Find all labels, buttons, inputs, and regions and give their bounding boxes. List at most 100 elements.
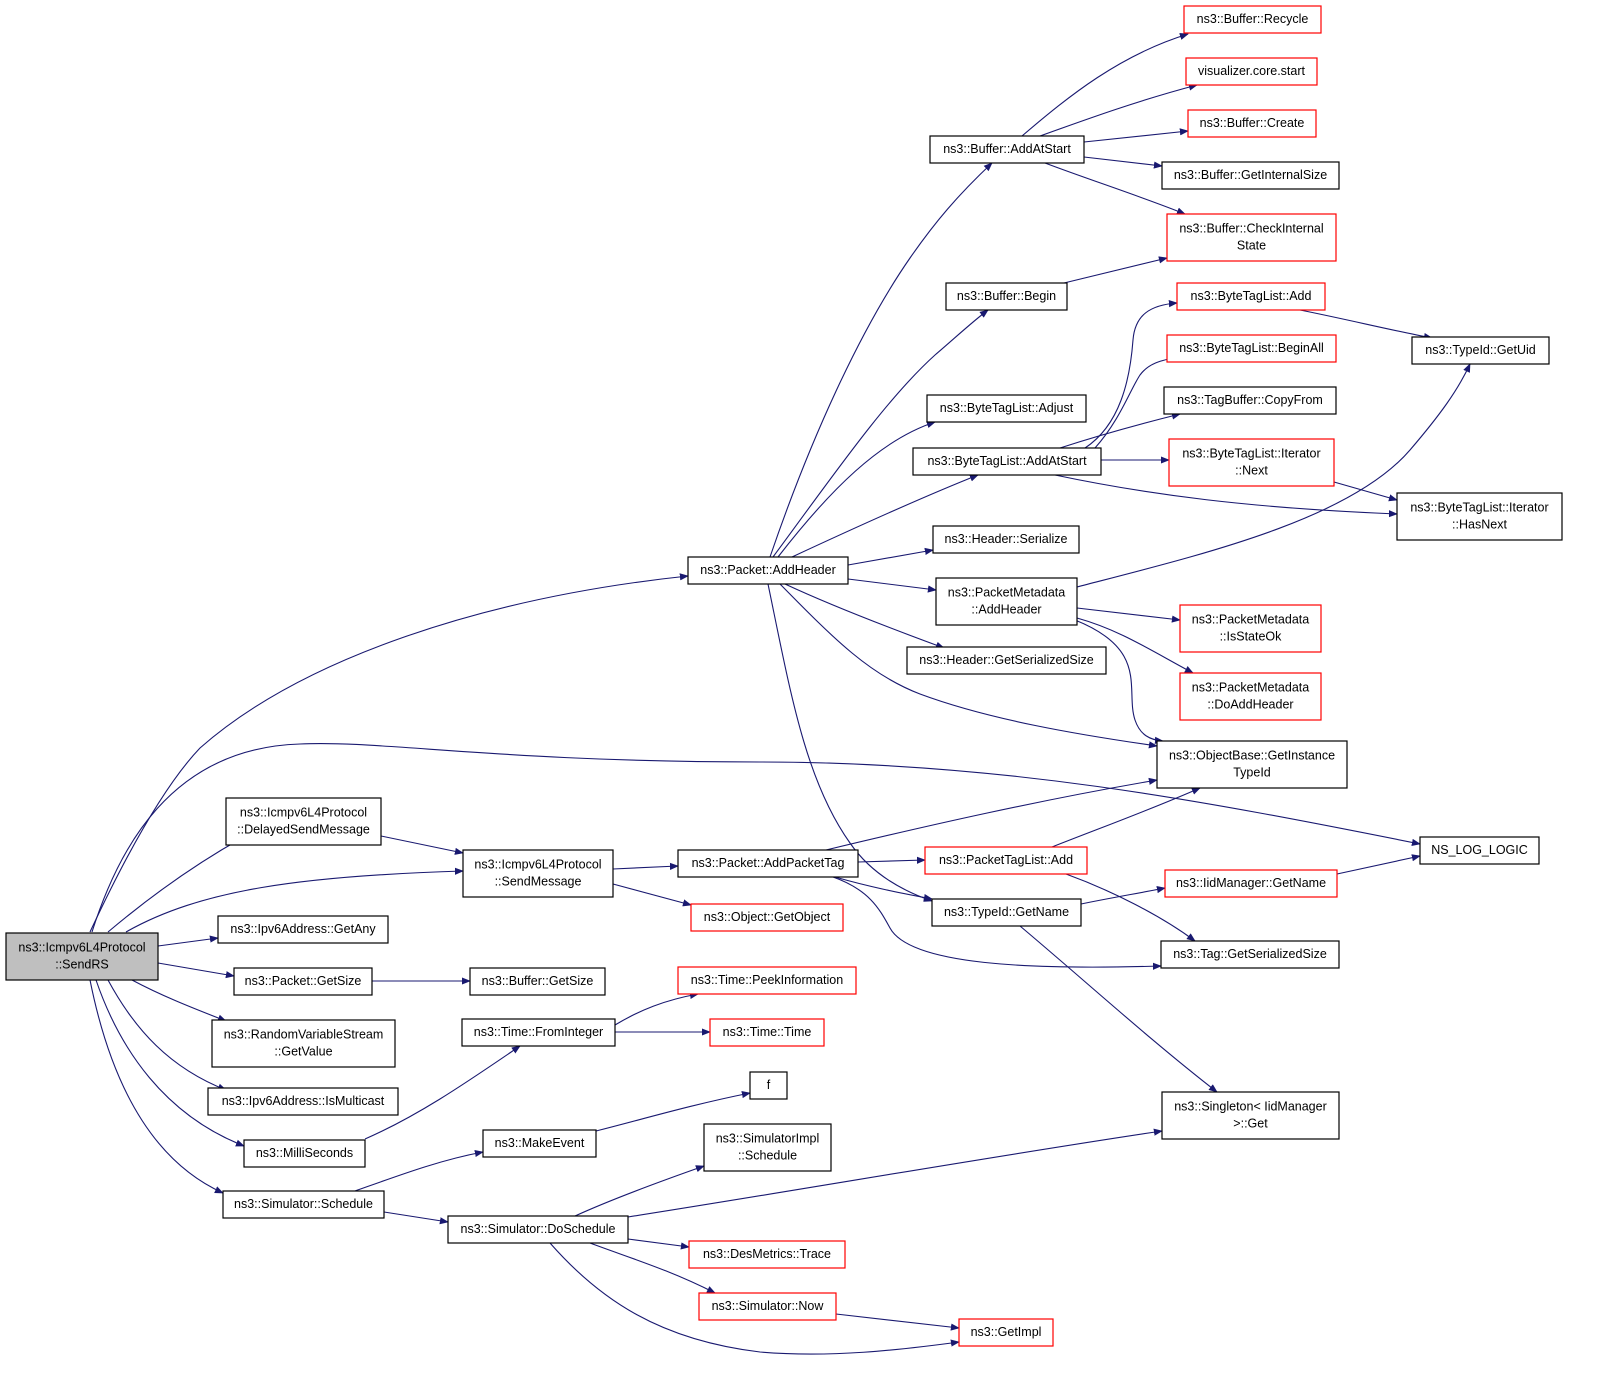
node-box[interactable] (462, 849, 614, 898)
node-btlitnext[interactable]: ns3::ByteTagList::Iterator::Next (1168, 438, 1335, 487)
node-ptladd[interactable]: ns3::PacketTagList::Add (924, 846, 1088, 875)
node-box[interactable] (207, 1087, 399, 1116)
node-box[interactable] (222, 1190, 385, 1219)
node-sendrs[interactable]: ns3::Icmpv6L4Protocol::SendRS (5, 932, 159, 981)
node-box[interactable] (217, 915, 389, 944)
node-box[interactable] (926, 394, 1087, 423)
node-box[interactable] (1176, 282, 1326, 311)
node-box[interactable] (958, 1318, 1054, 1347)
node-timetime[interactable]: ns3::Time::Time (709, 1018, 825, 1047)
node-bufgetinternalsize[interactable]: ns3::Buffer::GetInternalSize (1161, 161, 1340, 190)
node-addpackettag[interactable]: ns3::Packet::AddPacketTag (677, 849, 859, 878)
node-box[interactable] (677, 849, 859, 878)
node-box[interactable] (690, 903, 844, 932)
node-box[interactable] (1179, 672, 1322, 721)
node-btlbeginall[interactable]: ns3::ByteTagList::BeginAll (1166, 334, 1337, 363)
node-bufgetsize[interactable]: ns3::Buffer::GetSize (469, 967, 606, 996)
node-pktgetsize[interactable]: ns3::Packet::GetSize (233, 967, 373, 996)
node-typeidgetname[interactable]: ns3::TypeId::GetName (931, 898, 1082, 927)
node-box[interactable] (447, 1215, 629, 1244)
node-sendmessage[interactable]: ns3::Icmpv6L4Protocol::SendMessage (462, 849, 614, 898)
node-btlithasnext[interactable]: ns3::ByteTagList::Iterator::HasNext (1396, 492, 1563, 541)
node-getvalue[interactable]: ns3::RandomVariableStream::GetValue (211, 1019, 396, 1068)
node-fromint[interactable]: ns3::Time::FromInteger (461, 1018, 616, 1047)
node-box[interactable] (935, 577, 1078, 626)
node-btladd[interactable]: ns3::ByteTagList::Add (1176, 282, 1326, 311)
node-hdrgetsersize[interactable]: ns3::Header::GetSerializedSize (906, 646, 1107, 675)
node-box[interactable] (233, 967, 373, 996)
node-vizstart[interactable]: visualizer.core.start (1185, 57, 1318, 86)
node-box[interactable] (945, 282, 1068, 311)
node-nslog[interactable]: NS_LOG_LOGIC (1419, 836, 1540, 865)
node-box[interactable] (1164, 869, 1338, 898)
node-box[interactable] (1166, 213, 1337, 262)
node-box[interactable] (1183, 5, 1322, 34)
node-box[interactable] (1411, 336, 1550, 365)
node-box[interactable] (243, 1139, 366, 1168)
node-box[interactable] (1163, 386, 1337, 415)
node-box[interactable] (469, 967, 606, 996)
node-getobject[interactable]: ns3::Object::GetObject (690, 903, 844, 932)
node-box[interactable] (1179, 604, 1322, 653)
node-desmetrics[interactable]: ns3::DesMetrics::Trace (688, 1240, 846, 1269)
node-doschedule[interactable]: ns3::Simulator::DoSchedule (447, 1215, 629, 1244)
node-tagbufcopy[interactable]: ns3::TagBuffer::CopyFrom (1163, 386, 1337, 415)
node-hdrserialize[interactable]: ns3::Header::Serialize (932, 525, 1080, 554)
node-box[interactable] (225, 797, 382, 846)
node-bufcreate[interactable]: ns3::Buffer::Create (1187, 109, 1317, 138)
node-pmaddheader[interactable]: ns3::PacketMetadata::AddHeader (935, 577, 1078, 626)
node-box[interactable] (687, 556, 849, 585)
node-box[interactable] (703, 1123, 832, 1172)
node-getany[interactable]: ns3::Ipv6Address::GetAny (217, 915, 389, 944)
node-box[interactable] (677, 966, 857, 995)
node-box[interactable] (1160, 940, 1340, 969)
node-addheader[interactable]: ns3::Packet::AddHeader (687, 556, 849, 585)
node-box[interactable] (924, 846, 1088, 875)
node-f[interactable]: f (749, 1071, 788, 1100)
node-taggetsersize[interactable]: ns3::Tag::GetSerializedSize (1160, 940, 1340, 969)
node-box[interactable] (698, 1292, 837, 1321)
node-box[interactable] (912, 447, 1102, 476)
node-box[interactable] (688, 1240, 846, 1269)
node-makeevent[interactable]: ns3::MakeEvent (482, 1129, 597, 1158)
node-box[interactable] (5, 932, 159, 981)
node-box[interactable] (211, 1019, 396, 1068)
node-getimpl[interactable]: ns3::GetImpl (958, 1318, 1054, 1347)
node-box[interactable] (929, 135, 1085, 164)
node-simnow[interactable]: ns3::Simulator::Now (698, 1292, 837, 1321)
node-bufaddatstart[interactable]: ns3::Buffer::AddAtStart (929, 135, 1085, 164)
node-btladdatstart[interactable]: ns3::ByteTagList::AddAtStart (912, 447, 1102, 476)
node-pmdoaddheader[interactable]: ns3::PacketMetadata::DoAddHeader (1179, 672, 1322, 721)
node-box[interactable] (1185, 57, 1318, 86)
node-box[interactable] (1396, 492, 1563, 541)
node-box[interactable] (749, 1071, 788, 1100)
node-bufrecycle[interactable]: ns3::Buffer::Recycle (1183, 5, 1322, 34)
node-singleton[interactable]: ns3::Singleton< IidManager>::Get (1161, 1091, 1340, 1140)
node-simimplsched[interactable]: ns3::SimulatorImpl::Schedule (703, 1123, 832, 1172)
node-typeidgetuid[interactable]: ns3::TypeId::GetUid (1411, 336, 1550, 365)
node-box[interactable] (1161, 1091, 1340, 1140)
node-peekinfo[interactable]: ns3::Time::PeekInformation (677, 966, 857, 995)
node-milliseconds[interactable]: ns3::MilliSeconds (243, 1139, 366, 1168)
node-box[interactable] (461, 1018, 616, 1047)
node-box[interactable] (906, 646, 1107, 675)
node-pmisstateok[interactable]: ns3::PacketMetadata::IsStateOk (1179, 604, 1322, 653)
node-box[interactable] (1419, 836, 1540, 865)
node-box[interactable] (932, 525, 1080, 554)
node-box[interactable] (1168, 438, 1335, 487)
node-box[interactable] (1166, 334, 1337, 363)
node-bufbegin[interactable]: ns3::Buffer::Begin (945, 282, 1068, 311)
node-btladjust[interactable]: ns3::ByteTagList::Adjust (926, 394, 1087, 423)
node-box[interactable] (709, 1018, 825, 1047)
node-box[interactable] (1187, 109, 1317, 138)
node-box[interactable] (1156, 740, 1348, 789)
node-box[interactable] (1161, 161, 1340, 190)
node-schedule[interactable]: ns3::Simulator::Schedule (222, 1190, 385, 1219)
node-ismulticast[interactable]: ns3::Ipv6Address::IsMulticast (207, 1087, 399, 1116)
node-box[interactable] (482, 1129, 597, 1158)
node-box[interactable] (931, 898, 1082, 927)
node-delayedsend[interactable]: ns3::Icmpv6L4Protocol::DelayedSendMessag… (225, 797, 382, 846)
node-iidgetname[interactable]: ns3::IidManager::GetName (1164, 869, 1338, 898)
